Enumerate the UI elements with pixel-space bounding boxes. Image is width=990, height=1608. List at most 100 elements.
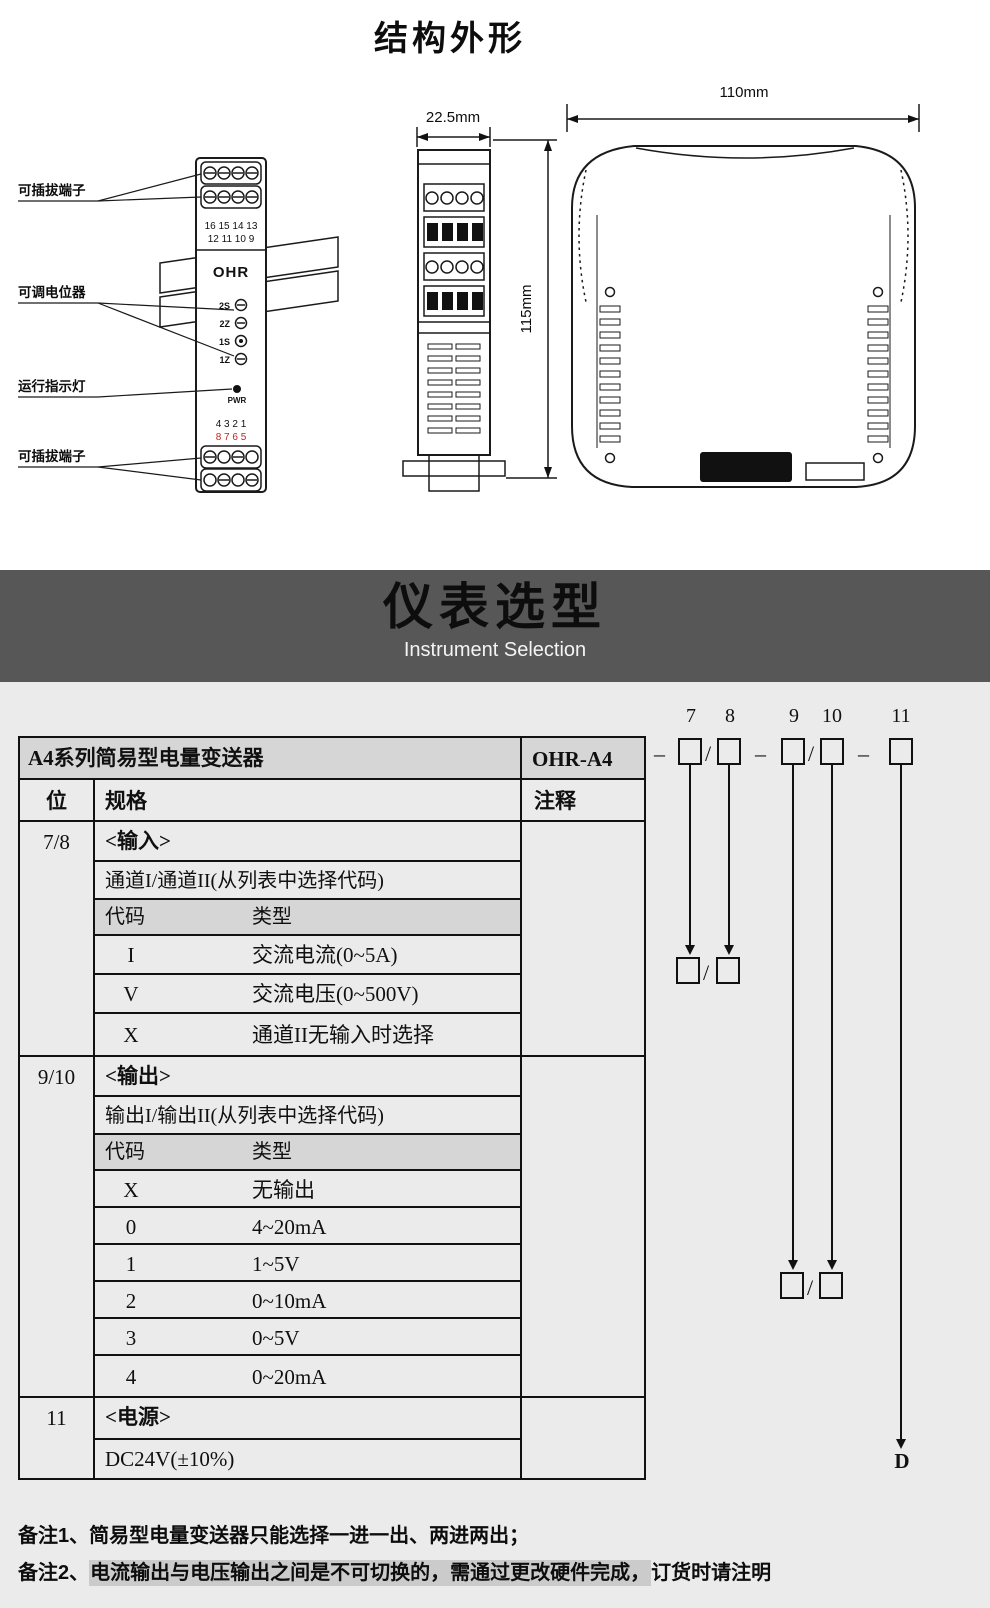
table-line bbox=[520, 738, 522, 1478]
input-position: 7/8 bbox=[43, 830, 70, 854]
table-line bbox=[93, 860, 522, 862]
model-dash: – bbox=[858, 741, 869, 766]
code-box-7 bbox=[678, 738, 702, 765]
model-dash: – bbox=[654, 741, 665, 766]
power-section-title: <电源> bbox=[105, 1405, 171, 1429]
din-rail-clip bbox=[700, 452, 792, 482]
arrow-head bbox=[724, 945, 734, 955]
digit-label-8: 8 bbox=[725, 705, 735, 727]
table-line bbox=[93, 778, 95, 1478]
power-code-letter: D bbox=[894, 1449, 910, 1473]
input-section-subtitle: 通道I/通道II(从列表中选择代码) bbox=[105, 870, 384, 892]
note-1: 备注1、简易型电量变送器只能选择一进一出、两进两出； bbox=[18, 1523, 529, 1549]
table-line bbox=[93, 934, 522, 936]
terminal-numbers-top-row2: 12 11 10 9 bbox=[208, 234, 255, 245]
table-line bbox=[20, 778, 644, 780]
input-row-code: I bbox=[127, 943, 135, 967]
selection-banner: 仪表选型 Instrument Selection bbox=[0, 570, 990, 682]
table-line bbox=[93, 898, 522, 900]
top-terminal-block bbox=[200, 161, 262, 209]
pot-label-1z: 1Z bbox=[219, 355, 230, 365]
column-header-spec: 规格 bbox=[105, 789, 147, 813]
output-section-title: <输出> bbox=[105, 1064, 171, 1088]
digit-label-9: 9 bbox=[789, 705, 799, 727]
output-row-code: 3 bbox=[125, 1326, 137, 1350]
model-slash: / bbox=[808, 741, 815, 766]
note-1-text: 备注1、简易型电量变送器只能选择一进一出、两进两出； bbox=[18, 1525, 530, 1547]
model-slash: / bbox=[703, 960, 710, 985]
table-line bbox=[93, 1133, 522, 1135]
terminal-numbers-bottom-row1: 4 3 2 1 bbox=[216, 419, 247, 430]
product-title: A4系列简易型电量变送器 bbox=[28, 746, 264, 770]
callout-run-indicator: 运行指示灯 bbox=[18, 378, 86, 394]
selection-banner-title: 仪表选型 bbox=[383, 579, 607, 635]
brand-logo: OHR bbox=[213, 264, 249, 281]
input-code-header-band bbox=[95, 898, 520, 934]
column-header-note: 注释 bbox=[534, 789, 576, 813]
arrow-line bbox=[792, 765, 794, 1260]
structure-section-title: 结构外形 bbox=[374, 20, 526, 58]
output-row-type: 4~20mA bbox=[252, 1215, 327, 1239]
model-prefix: OHR-A4 bbox=[532, 747, 613, 771]
structure-drawings: 16 15 14 13 12 11 10 9 OHR 2S 2Z 1S 1Z P… bbox=[18, 84, 920, 493]
model-slash: / bbox=[705, 741, 712, 766]
arrow-head bbox=[896, 1439, 906, 1449]
table-line bbox=[93, 1206, 522, 1208]
table-line bbox=[20, 820, 644, 822]
input-row-type: 通道II无输入时选择 bbox=[252, 1023, 434, 1047]
note-2-suffix: 订货时请注明 bbox=[651, 1562, 772, 1584]
pot-label-2z: 2Z bbox=[219, 319, 230, 329]
profile-view-drawing: 110mm bbox=[566, 84, 920, 488]
callout-terminals-top: 可插拔端子 bbox=[18, 182, 86, 198]
output-row-code: 2 bbox=[125, 1289, 137, 1313]
output-position: 9/10 bbox=[37, 1065, 76, 1089]
input-section-title: <输入> bbox=[105, 829, 171, 853]
bottom-terminal-block bbox=[200, 445, 262, 492]
input-row-code: V bbox=[123, 982, 139, 1006]
pot-label-2s: 2S bbox=[219, 301, 230, 311]
table-line bbox=[20, 1055, 644, 1057]
table-line bbox=[93, 1354, 522, 1356]
height-dimension-label: 115mm bbox=[518, 285, 535, 334]
output-code-header: 代码 bbox=[105, 1141, 145, 1163]
table-line bbox=[20, 1396, 644, 1398]
arrow-line bbox=[831, 765, 833, 1260]
digit-label-10: 10 bbox=[822, 705, 842, 727]
width-dimension-label: 22.5mm bbox=[426, 109, 480, 126]
side-view-drawing: 22.5mm bbox=[402, 109, 557, 492]
arrow-head bbox=[685, 945, 695, 955]
module-body bbox=[195, 157, 267, 493]
table-header-band bbox=[20, 738, 644, 778]
model-slash: / bbox=[807, 1275, 814, 1300]
pwr-label: PWR bbox=[228, 396, 247, 405]
depth-dimension-label: 110mm bbox=[720, 84, 769, 101]
pot-label-1s: 1S bbox=[219, 337, 230, 347]
callout-terminals-bottom: 可插拔端子 bbox=[18, 448, 86, 464]
output-type-header: 类型 bbox=[252, 1141, 292, 1163]
note-2-highlight: 电流输出与电压输出之间是不可切换的，需通过更改硬件完成， bbox=[89, 1560, 652, 1586]
output-section-subtitle: 输出I/输出II(从列表中选择代码) bbox=[105, 1105, 384, 1127]
output-row-type: 0~20mA bbox=[252, 1365, 327, 1389]
terminal-numbers-bottom-row2: 8 7 6 5 bbox=[216, 432, 247, 443]
output-row-code: 4 bbox=[125, 1365, 137, 1389]
front-view-drawing: 16 15 14 13 12 11 10 9 OHR 2S 2Z 1S 1Z P… bbox=[159, 157, 339, 493]
power-position: 11 bbox=[46, 1406, 67, 1430]
code-box-10 bbox=[820, 738, 844, 765]
note-2-prefix: 备注2、 bbox=[18, 1562, 90, 1584]
input-row-type: 交流电压(0~500V) bbox=[252, 982, 419, 1006]
selection-banner-subtitle: Instrument Selection bbox=[403, 639, 587, 661]
output-row-code: 0 bbox=[125, 1215, 137, 1239]
input-row-type: 交流电流(0~5A) bbox=[252, 943, 398, 967]
output-row-type: 1~5V bbox=[252, 1252, 300, 1276]
input-code-header: 代码 bbox=[105, 906, 145, 928]
callout-potentiometer: 可调电位器 bbox=[18, 284, 86, 300]
digit-label-11: 11 bbox=[891, 705, 911, 727]
output-code-header-band bbox=[95, 1133, 520, 1169]
callout-labels: 可插拔端子 可调电位器 运行指示灯 可插拔端子 bbox=[18, 173, 235, 481]
table-line bbox=[93, 1243, 522, 1245]
input-row-code: X bbox=[123, 1023, 139, 1047]
column-header-position: 位 bbox=[46, 789, 67, 813]
code-box-9 bbox=[781, 738, 805, 765]
table-line bbox=[93, 1317, 522, 1319]
